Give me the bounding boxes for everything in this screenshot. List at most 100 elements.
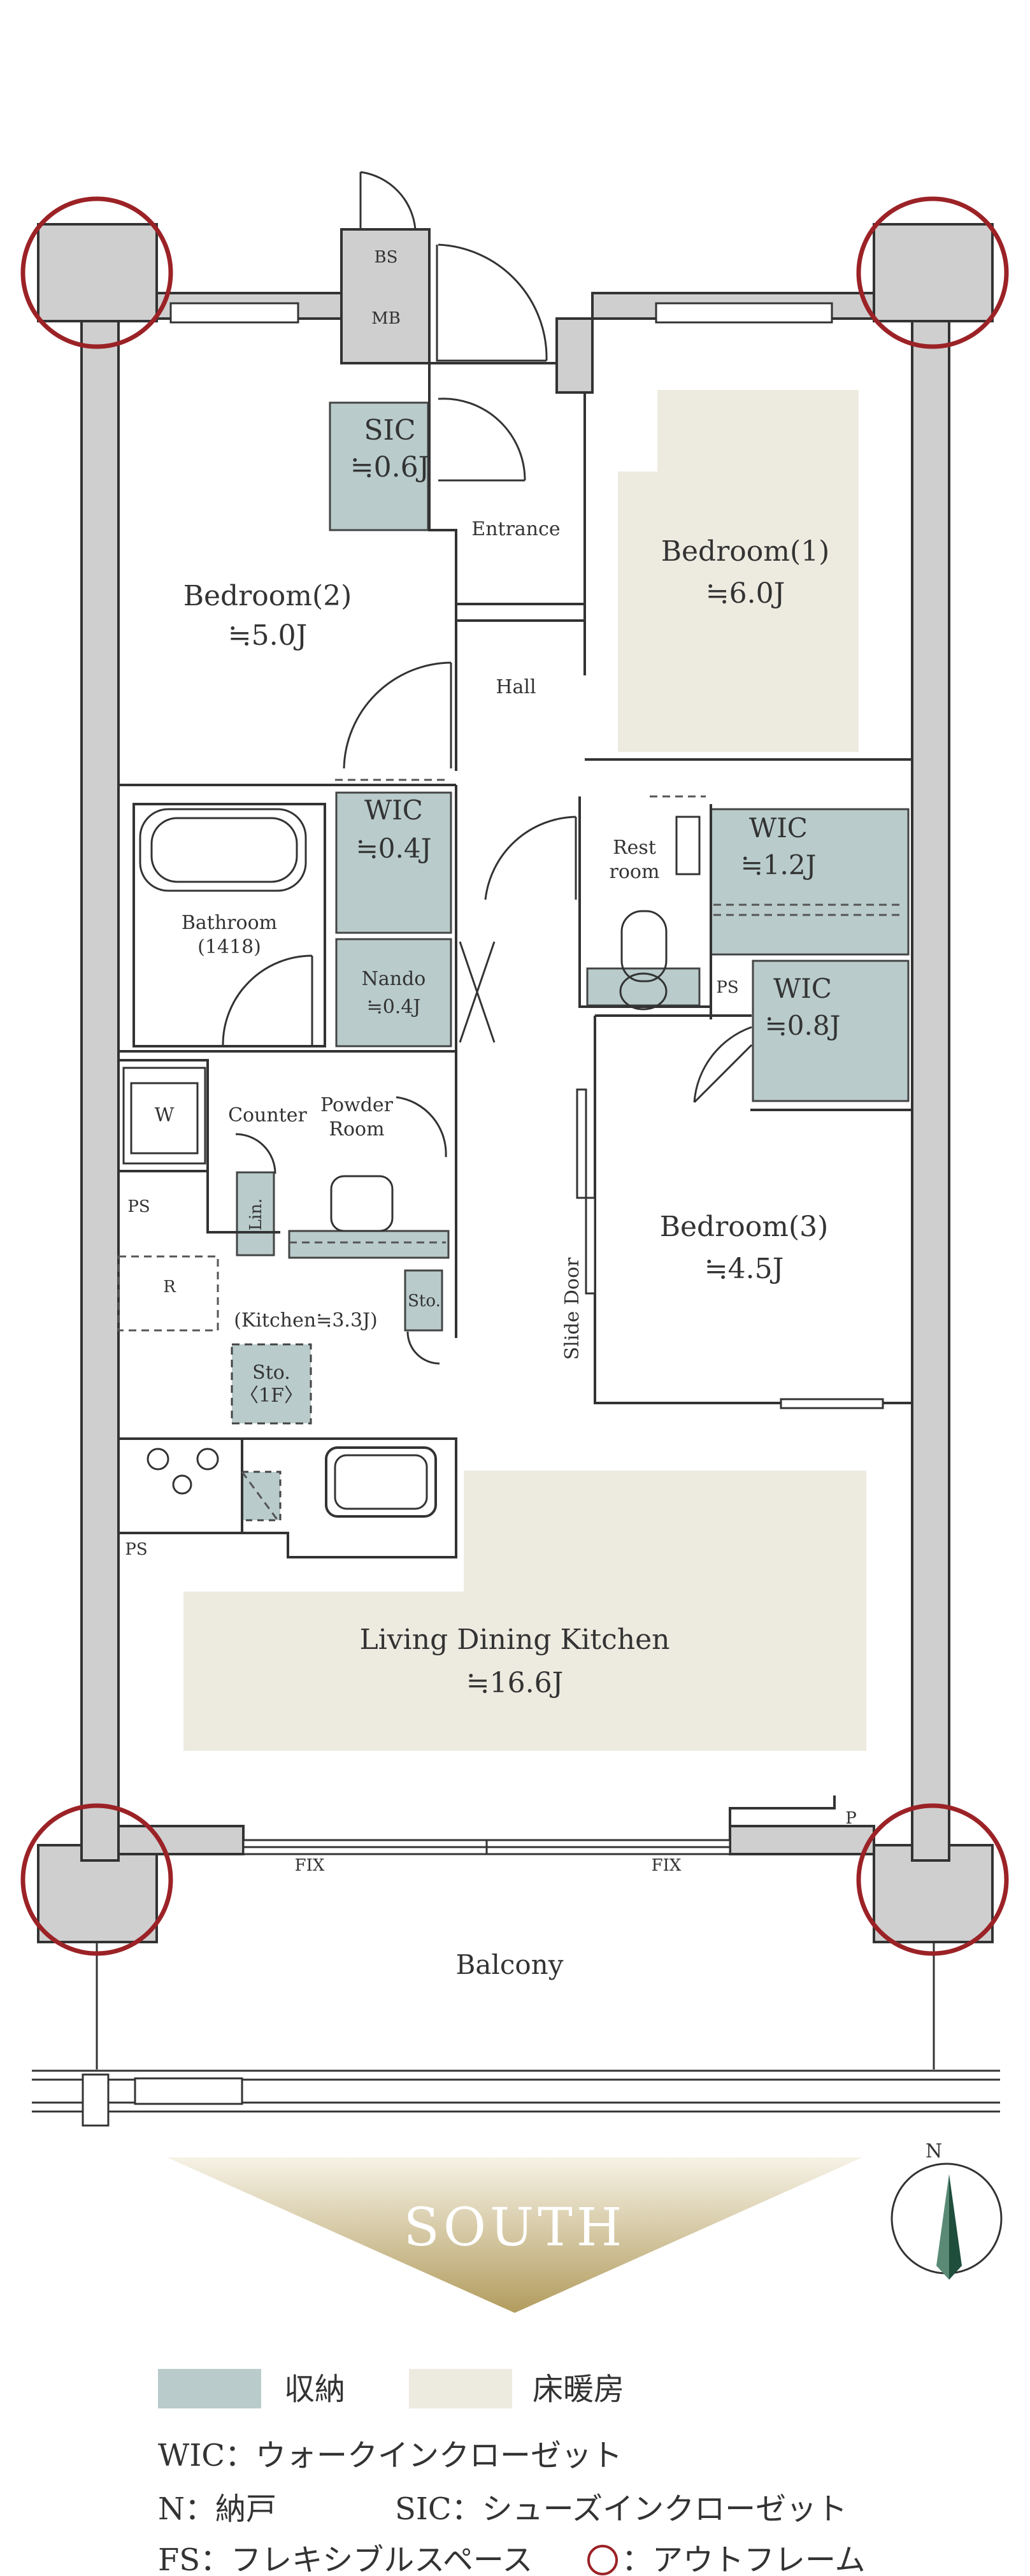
bathtub	[139, 808, 307, 892]
sto-label: Sto.	[408, 1292, 441, 1311]
legend-storage-swatch	[158, 2369, 261, 2408]
kitchen-sink	[334, 1454, 428, 1510]
burner-3	[172, 1474, 192, 1495]
compass: N	[891, 2140, 1003, 2280]
small-labels: BS MB W Counter PS PS PS Lin. R Sto. Sli…	[125, 248, 856, 1875]
outframe-circle-se	[856, 1803, 1009, 1956]
compass-needle-dark	[949, 2174, 962, 2280]
legend-outframe-icon	[587, 2545, 618, 2575]
burner-2	[196, 1448, 219, 1471]
storage-lin	[236, 1171, 275, 1256]
powder-line1: Powder	[320, 1094, 394, 1116]
mb-label: MB	[371, 309, 401, 328]
storage-sto-1f	[231, 1343, 312, 1425]
ldk-name: Living Dining Kitchen	[360, 1623, 670, 1656]
bs-label: BS	[375, 248, 398, 267]
sto-1f-line1: Sto.	[252, 1362, 290, 1384]
hall-label: Hall	[496, 676, 536, 698]
storage-sic	[329, 401, 429, 531]
outframe-circle-nw	[20, 196, 173, 349]
legend-storage-label: 収納	[284, 2371, 345, 2407]
nando-size: ≒0.4J	[367, 996, 421, 1018]
wic-b-size: ≒1.2J	[741, 849, 817, 881]
south-indicator: SOUTH	[167, 2157, 862, 2313]
legend-n-def: N：納戸	[158, 2491, 276, 2527]
entrance-label: Entrance	[471, 518, 560, 540]
washer	[122, 1067, 206, 1165]
column-nw	[37, 223, 158, 322]
storage-areas	[231, 231, 910, 1522]
nando-name: Nando	[362, 968, 426, 990]
sto-1f-line2: 〈1F〉	[240, 1385, 303, 1407]
sic-name: SIC	[364, 414, 415, 447]
wall-entry-left	[555, 317, 594, 394]
slide-door-label: Slide Door	[561, 1257, 583, 1360]
compass-needle-light	[936, 2174, 949, 2280]
sink	[330, 1175, 394, 1232]
restroom-line1: Rest	[613, 837, 656, 859]
w-label: W	[155, 1104, 175, 1126]
window-north-left	[169, 302, 299, 324]
interior-walls	[117, 362, 912, 1826]
window-north-right	[655, 302, 833, 324]
wic-c-size: ≒0.8J	[765, 1010, 841, 1041]
bedroom2-name: Bedroom(2)	[183, 580, 352, 612]
door-bedroom2	[343, 661, 452, 769]
legend-heating-swatch	[409, 2369, 512, 2408]
south-label: SOUTH	[404, 2198, 626, 2258]
legend-wic-def: WIC：ウォークインクローゼット	[158, 2438, 622, 2473]
door-nando	[459, 941, 496, 1043]
p-label: P	[845, 1809, 857, 1828]
door-wic-c	[693, 1026, 753, 1104]
fix-label-left: FIX	[295, 1856, 325, 1875]
legend: 収納 床暖房 WIC：ウォークインクローゼット N：納戸 SIC：シューズインク…	[158, 2369, 866, 2576]
kitchen-label: (Kitchen≒3.3J)	[234, 1309, 378, 1332]
ps-label-1: PS	[127, 1197, 150, 1216]
room-labels: Bedroom(1) ≒6.0J Bedroom(2) ≒5.0J Bedroo…	[182, 414, 841, 1980]
storage-vanity-shelf	[288, 1230, 450, 1259]
legend-sic-def: SIC：シューズインクローゼット	[395, 2491, 847, 2527]
bedroom3-name: Bedroom(3)	[660, 1211, 829, 1243]
slide-door-rails	[576, 1088, 884, 1409]
burner-1	[147, 1448, 169, 1471]
floor-heating-bedroom1	[618, 390, 859, 752]
outframe-circles	[20, 196, 1009, 1956]
south-arrow	[167, 2157, 862, 2313]
storage-restroom-shelf	[586, 967, 701, 1007]
door-lin	[235, 1133, 276, 1174]
legend-fs-def: FS：フレキシブルスペース	[158, 2542, 533, 2576]
wall-east	[911, 320, 950, 1862]
legend-heating-label: 床暖房	[533, 2371, 624, 2407]
door-swings	[222, 171, 753, 1365]
bathroom-name: Bathroom	[182, 912, 277, 934]
walls	[37, 223, 994, 1943]
storage-nando	[335, 938, 452, 1047]
wall-south-left	[117, 1825, 245, 1855]
bedroom1-name: Bedroom(1)	[661, 535, 830, 568]
wic-a-name: WIC	[364, 795, 423, 826]
floor-heating-ldk	[183, 1471, 866, 1751]
legend-outframe-def: ：アウトフレーム	[622, 2542, 866, 2576]
outframe-circle-sw	[20, 1803, 173, 1956]
balcony	[32, 1942, 1000, 2127]
bedroom2-size: ≒5.0J	[228, 619, 307, 652]
storage-wic-b	[710, 808, 910, 956]
windows	[169, 302, 833, 1855]
floor-heating-areas	[183, 390, 866, 1751]
door-sto	[406, 1331, 440, 1365]
door-mb	[359, 171, 417, 230]
powder-line2: Room	[329, 1118, 384, 1140]
wall-south-right	[729, 1825, 875, 1855]
dashed-lines	[117, 779, 905, 1521]
bedroom3-size: ≒4.5J	[705, 1253, 783, 1285]
door-restroom	[484, 816, 577, 900]
wall-west	[80, 320, 120, 1862]
door-bathroom	[222, 954, 313, 1046]
counter-label: Counter	[228, 1104, 307, 1126]
restroom-line2: room	[610, 861, 660, 883]
storage-wic-a	[335, 791, 452, 934]
balcony-label: Balcony	[456, 1949, 564, 1980]
compass-n-label: N	[926, 2140, 942, 2162]
